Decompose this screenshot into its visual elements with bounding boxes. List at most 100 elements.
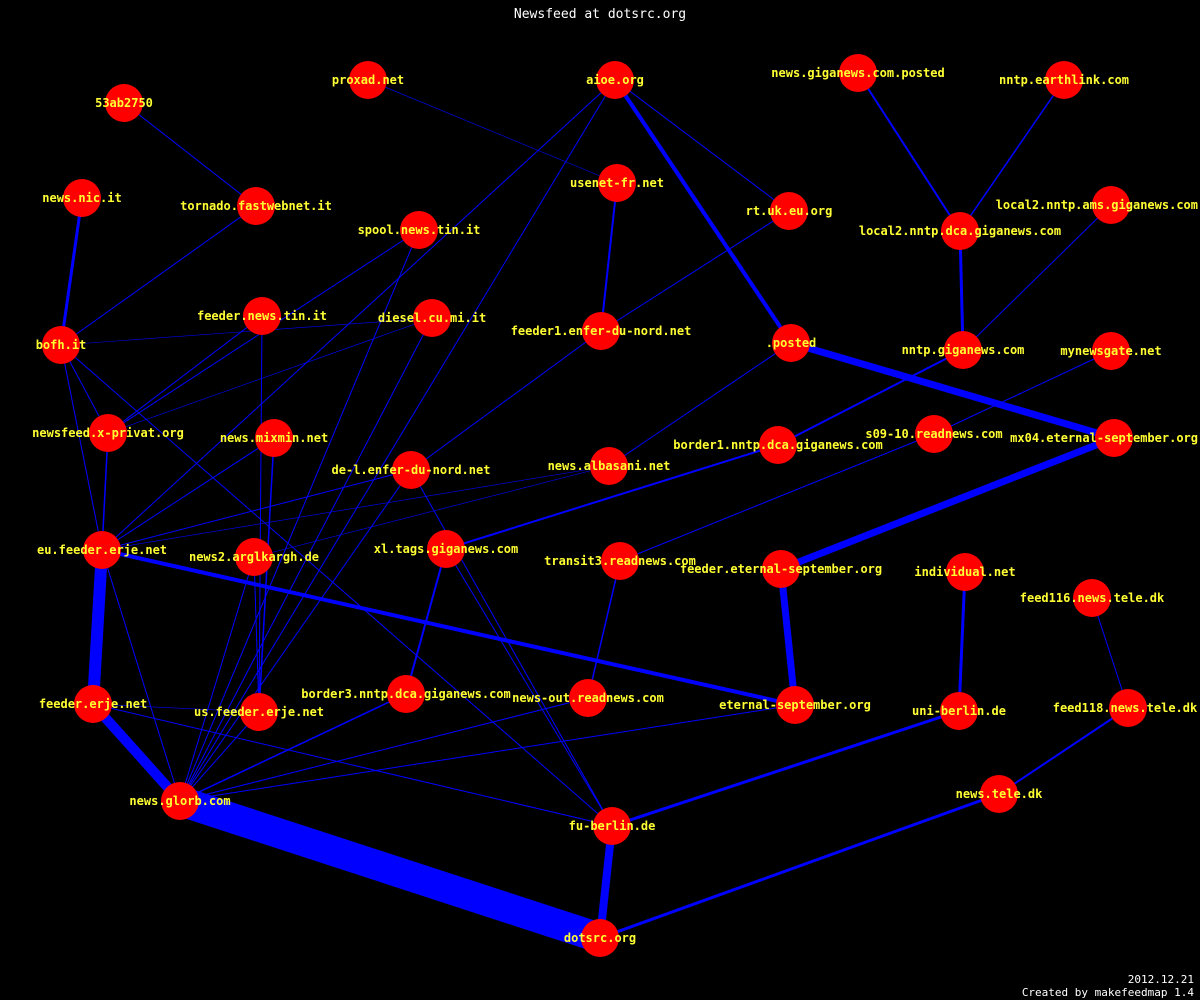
node-label: rt.uk.eu.org <box>746 204 833 218</box>
node-circle <box>240 693 278 731</box>
edge-feed116-feed118 <box>1091 597 1129 709</box>
edge-feedererje-glorb <box>89 700 184 805</box>
node-label: transit3.readnews.com <box>544 554 696 568</box>
edge-posted-mx04 <box>790 339 1115 442</box>
node-circle <box>1092 186 1130 224</box>
node-xltags: xl.tags.giganews.com <box>374 530 519 568</box>
edge-tornado-bofh <box>60 205 257 346</box>
node-newsout: news-out.readnews.com <box>512 679 664 717</box>
edge-bofh-fuberlin <box>60 344 613 827</box>
node-label: proxad.net <box>332 73 404 87</box>
node-label: news.mixmin.net <box>220 431 328 445</box>
node-label: dotsrc.org <box>564 931 636 945</box>
node-nntpgiga: nntp.giganews.com <box>902 331 1024 369</box>
edge-newsnic-bofh <box>59 197 84 346</box>
node-circle <box>582 312 620 350</box>
node-circle <box>772 324 810 362</box>
node-feed116: feed116.news.tele.dk <box>1020 579 1165 617</box>
node-label: feed118.news.tele.dk <box>1053 701 1198 715</box>
node-eufeeder: eu.feeder.erje.net <box>37 531 167 569</box>
node-label: s09-10.readnews.com <box>865 427 1002 441</box>
node-label: xl.tags.giganews.com <box>374 542 519 556</box>
node-label: feeder1.enfer-du-nord.net <box>511 324 692 338</box>
edge-feed118-newstele <box>998 707 1129 795</box>
node-circle <box>400 211 438 249</box>
edge-feedertin-usfeeder <box>258 315 263 713</box>
node-circle <box>770 192 808 230</box>
node-earthlink: nntp.earthlink.com <box>999 61 1129 99</box>
node-label: tornado.fastwebnet.it <box>180 199 332 213</box>
edge-layer <box>59 72 1129 953</box>
edge-individual-uniberlin <box>957 571 967 712</box>
node-label: feed116.news.tele.dk <box>1020 591 1165 605</box>
node-label: mynewsgate.net <box>1060 344 1161 358</box>
node-circle <box>74 685 112 723</box>
node-mynewsgate: mynewsgate.net <box>1060 332 1162 370</box>
edge-aioe-posted <box>613 78 793 345</box>
node-circle <box>759 426 797 464</box>
node-label: eu.feeder.erje.net <box>37 543 167 557</box>
page-title: Newsfeed at dotsrc.org <box>514 7 686 22</box>
footer-date: 2012.12.21 <box>1128 973 1194 986</box>
edge-glorb-dotsrc <box>175 786 605 953</box>
node-xprivat: newsfeed.x-privat.org <box>32 414 184 452</box>
node-posted: .posted <box>766 324 816 362</box>
node-label: individual.net <box>914 565 1015 579</box>
edge-eufeeder-glorb <box>101 549 181 802</box>
node-label: news2.arglkargh.de <box>189 550 319 564</box>
node-circle <box>839 54 877 92</box>
node-circle <box>944 331 982 369</box>
edge-xprivat-eufeeder <box>101 432 109 551</box>
node-label: us.feeder.erje.net <box>194 705 324 719</box>
node-aioe: aioe.org <box>586 61 644 99</box>
node-label: uni-berlin.de <box>912 704 1006 718</box>
node-local2ams: local2.nntp.ams.giganews.com <box>996 186 1198 224</box>
node-label: bofh.it <box>36 338 87 352</box>
node-spooltin: spool.news.tin.it <box>358 211 480 249</box>
node-circle <box>427 530 465 568</box>
edge-s0910-transit3 <box>619 433 935 562</box>
node-label: diesel.cu.mi.it <box>378 311 486 325</box>
edge-nntpgiga-border1 <box>777 349 964 446</box>
edge-mixmin-usfeeder <box>258 437 275 713</box>
node-usfeeder: us.feeder.erje.net <box>194 693 324 731</box>
node-label: aioe.org <box>586 73 644 87</box>
node-circle <box>89 414 127 452</box>
edge-del1enfer-glorb <box>179 469 412 802</box>
edge-mynewsgate-s0910 <box>933 350 1112 435</box>
node-circle <box>413 299 451 337</box>
edge-feedereternal-eternal <box>777 568 799 706</box>
node-label: nntp.earthlink.com <box>999 73 1129 87</box>
edge-diesel-xprivat <box>107 317 433 434</box>
node-glorb: news.glorb.com <box>129 782 231 820</box>
node-label: news.albasani.net <box>548 459 671 473</box>
node-circle <box>1095 419 1133 457</box>
edge-mixmin-eufeeder <box>101 437 275 551</box>
node-53ab2750: 53ab2750 <box>95 84 153 122</box>
node-circle <box>235 538 273 576</box>
edge-albasani-eufeeder <box>101 465 610 551</box>
node-circle <box>255 419 293 457</box>
edge-ggposted-local2dca <box>857 72 961 232</box>
node-circle <box>1092 332 1130 370</box>
edge-del1enfer-eufeeder <box>101 469 412 551</box>
edge-albasani-news2argl <box>253 465 610 558</box>
edge-eternal-glorb <box>179 704 796 802</box>
node-label: feeder.erje.net <box>39 697 147 711</box>
node-dotsrc: dotsrc.org <box>564 919 636 957</box>
edge-news2argl-usfeeder <box>253 556 260 713</box>
node-feed118: feed118.news.tele.dk <box>1053 689 1198 727</box>
node-circle <box>569 679 607 717</box>
edge-xltags-fuberlin <box>445 548 613 827</box>
edge-bofh-diesel <box>60 317 433 346</box>
node-circle <box>1109 689 1147 727</box>
node-label: news-out.readnews.com <box>512 691 664 705</box>
node-label: usenet-fr.net <box>570 176 664 190</box>
edge-feedererje-usfeeder <box>92 703 260 713</box>
edge-earthlink-local2dca <box>959 79 1065 232</box>
node-mx04: mx04.eternal-september.org <box>1010 419 1198 457</box>
edge-feeder1enfer-del1enfer <box>410 330 602 471</box>
edge-mx04-feedereternal <box>779 434 1116 573</box>
node-circle <box>105 84 143 122</box>
node-label: news.nic.it <box>42 191 121 205</box>
